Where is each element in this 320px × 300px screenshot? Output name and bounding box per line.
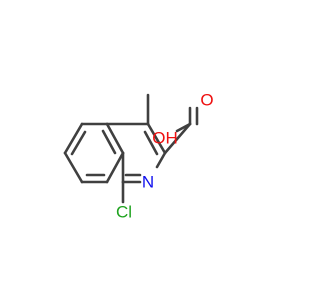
bond-c4-c3-inner — [143, 130, 159, 156]
atom-label-chlorine: Cl — [116, 203, 132, 222]
atom-label-nitrogen: N — [142, 173, 154, 192]
atom-label-hydroxyl: OH — [152, 129, 178, 148]
bond-c5-c6 — [63, 122, 84, 155]
bond-c6-c7 — [63, 151, 84, 184]
bond-carboxyl-hydroxyl — [175, 122, 192, 133]
bond-c8-c8a — [105, 151, 125, 184]
molecule-structure: N Cl O OH — [63, 91, 214, 222]
atom-label-carbonyl-oxygen: O — [200, 91, 213, 110]
bond-c3-n2 — [155, 151, 167, 169]
bond-c4-c3 — [146, 122, 167, 155]
bond-c8a-c4a — [105, 122, 125, 155]
bond-c8a-c4a-inner — [101, 129, 117, 155]
bond-c5-c6-inner — [70, 130, 87, 156]
bond-c3-carboxyl — [163, 122, 192, 155]
